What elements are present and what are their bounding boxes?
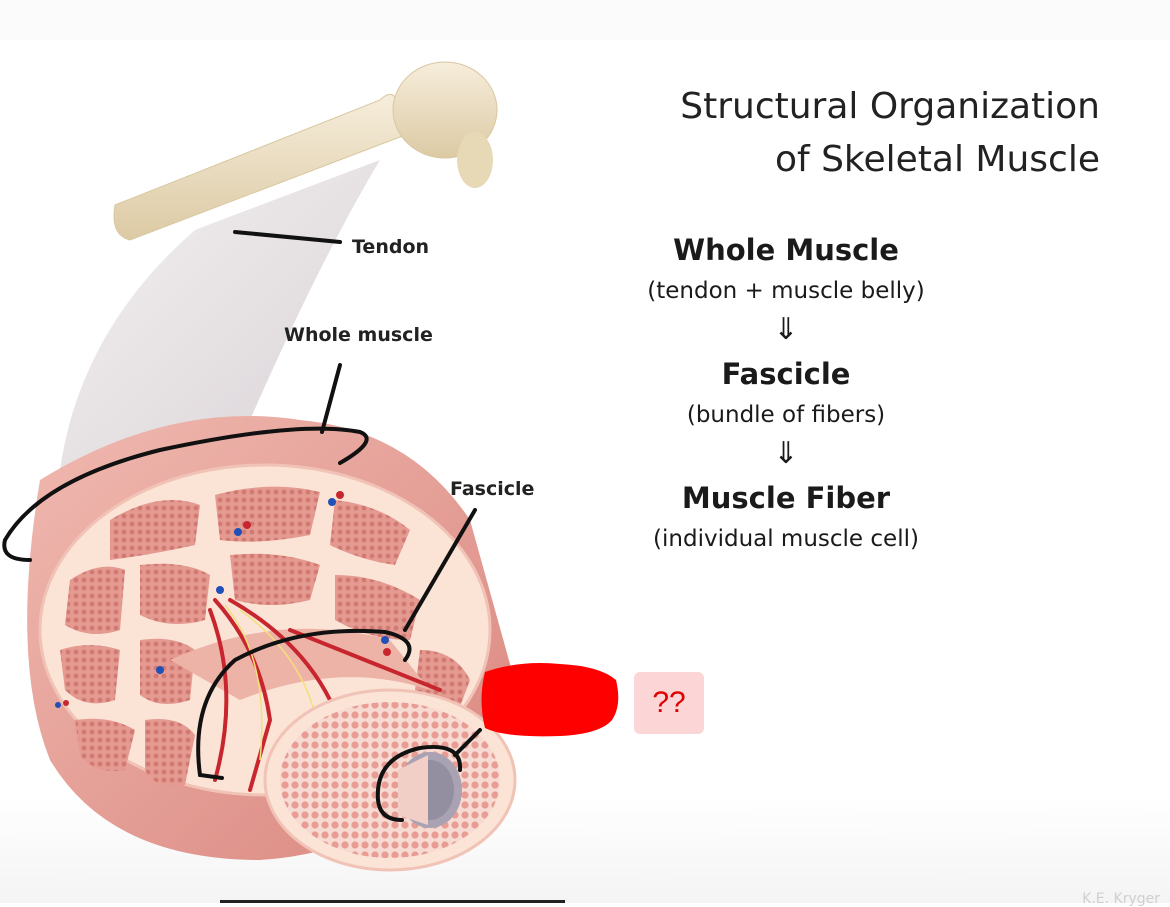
- label-fascicle: Fascicle: [450, 478, 535, 500]
- down-arrow-icon: ⇓: [773, 436, 799, 471]
- top-strip: [0, 0, 1170, 40]
- level-name: Whole Muscle: [673, 233, 899, 267]
- label-whole-muscle: Whole muscle: [284, 324, 433, 346]
- level-name: Fascicle: [721, 357, 851, 391]
- level-description: (individual muscle cell): [653, 526, 919, 552]
- credit-text: K.E. Kryger: [1082, 891, 1160, 907]
- hierarchy-list: Whole Muscle (tendon + muscle belly) ⇓ F…: [590, 228, 982, 556]
- fascicle-enlarged: [263, 688, 517, 872]
- title-line-1: Structural Organization: [680, 86, 1100, 127]
- down-arrow-icon: ⇓: [773, 312, 799, 347]
- label-tendon: Tendon: [352, 236, 430, 258]
- redaction-mark: [481, 663, 619, 737]
- bottom-rule: [220, 900, 565, 903]
- page-title: Structural Organization of Skeletal Musc…: [680, 80, 1100, 186]
- level-description: (bundle of fibers): [686, 402, 886, 428]
- level-description: (tendon + muscle belly): [647, 278, 925, 304]
- leader-lines: [2, 230, 482, 822]
- unknown-label-box: ??: [634, 672, 704, 734]
- level-name: Muscle Fiber: [681, 481, 891, 515]
- bone: [113, 61, 498, 241]
- title-line-2: of Skeletal Muscle: [774, 139, 1100, 180]
